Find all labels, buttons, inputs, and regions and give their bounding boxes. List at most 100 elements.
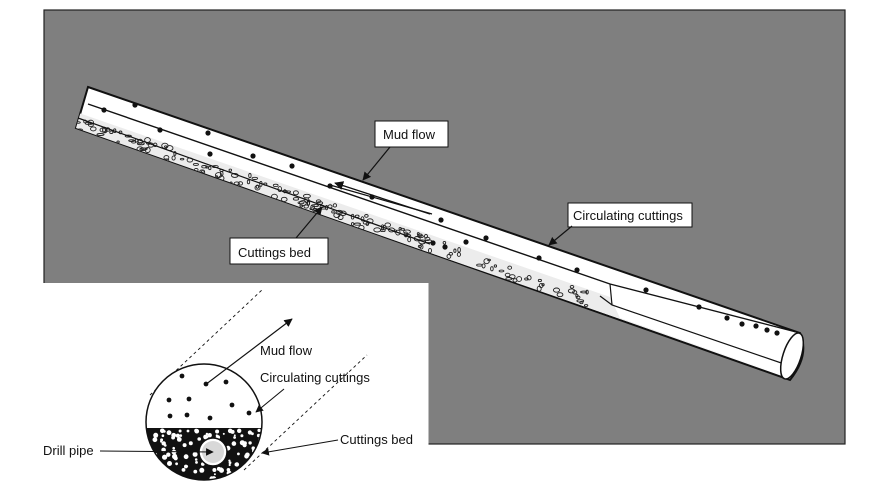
cutting-particle (569, 284, 575, 289)
circulating-cutting-dot (132, 102, 138, 108)
cutting-particle (248, 173, 252, 179)
cutting-particle (87, 123, 94, 127)
cutting-particle (524, 277, 529, 281)
circulating-cutting-dot (739, 321, 745, 327)
cutting-particle (332, 203, 338, 208)
cutting-particle (90, 126, 97, 132)
cutting-particle (195, 461, 198, 464)
cutting-particle (174, 454, 177, 457)
circulating-cutting-dot (327, 183, 333, 189)
cutting-particle (172, 446, 175, 450)
cutting-particle (292, 197, 300, 201)
cutting-particle (446, 253, 452, 259)
cutting-particle (299, 204, 304, 208)
cutting-particle (144, 147, 151, 153)
cutting-particle (230, 429, 235, 434)
leader-arrow-icon (99, 448, 214, 456)
cutting-particle (493, 264, 498, 268)
circulating-cutting-dot (250, 153, 256, 159)
cutting-particle (182, 443, 187, 448)
cutting-particle (228, 463, 231, 467)
label-cuttings-bed: Cuttings bed (229, 206, 329, 265)
cutting-particle (76, 121, 81, 124)
cutting-particle (247, 430, 252, 435)
circulating-cutting-dot (166, 397, 172, 403)
cutting-particle (161, 441, 166, 446)
circulating-cutting-dot (101, 107, 107, 113)
cutting-particle (400, 227, 405, 231)
cutting-particle (303, 204, 309, 209)
cutting-particle (538, 282, 544, 289)
xs-label-circulating-cuttings: Circulating cuttings (260, 370, 370, 385)
circulating-cutting-dot (438, 217, 444, 223)
circulating-cutting-dot (167, 413, 173, 419)
leader-arrow-icon (261, 439, 339, 456)
circulating-cutting-dot (774, 330, 780, 336)
cutting-particle (257, 428, 261, 433)
circulating-cutting-dot (179, 373, 185, 379)
circulating-cutting-dot (205, 130, 211, 136)
cutting-particle (208, 165, 212, 171)
leader-arrow-icon (362, 146, 391, 181)
cutting-particle (292, 190, 299, 196)
cutting-particle (194, 458, 198, 461)
cutting-particle (160, 440, 163, 443)
cutting-particle (192, 162, 199, 166)
cutting-particle (442, 240, 447, 245)
cutting-particle (226, 468, 231, 472)
cutting-particle (248, 441, 252, 445)
cutting-particle (339, 210, 347, 216)
cutting-particle (193, 469, 198, 474)
cutting-particle (178, 429, 182, 433)
label-circulating-cuttings: Circulating cuttings (548, 202, 693, 246)
cutting-particle (186, 429, 190, 433)
cutting-particle (575, 295, 581, 300)
cutting-particle (424, 233, 428, 239)
cutting-particle (490, 266, 494, 272)
cutting-particle (315, 199, 322, 204)
cutting-particle (140, 147, 148, 151)
cutting-particle (116, 140, 120, 144)
cutting-particle (228, 461, 232, 465)
cutting-particle (215, 434, 218, 437)
cutting-particle (254, 184, 261, 191)
cutting-particle (233, 436, 237, 439)
cutting-particle (231, 441, 237, 446)
svg-text:Cuttings bed: Cuttings bed (238, 245, 311, 260)
flow-arrow-icon (334, 181, 431, 215)
circulating-cutting-dot (184, 412, 190, 418)
leader-arrow-icon (255, 388, 285, 413)
circulating-cutting-dot (483, 235, 489, 241)
cutting-particle (171, 435, 176, 440)
cutting-particle (403, 229, 411, 234)
circulating-cutting-dot (764, 327, 770, 333)
xs-label-mud-flow: Mud flow (260, 343, 313, 358)
cutting-particle (233, 434, 236, 437)
cutting-particle (537, 278, 542, 283)
cutting-particle (163, 430, 166, 433)
cutting-particle (457, 247, 461, 253)
cutting-particle (228, 459, 231, 462)
leader-arrow-icon (548, 225, 573, 246)
cutting-particle (567, 288, 576, 294)
flow-arrow-icon (204, 318, 293, 386)
cutting-particle (188, 441, 193, 446)
circulating-cutting-dot (442, 244, 448, 250)
cutting-particle (109, 130, 114, 134)
cutting-particle (171, 155, 176, 161)
cutting-particle (152, 437, 158, 443)
cutting-particle (476, 263, 483, 267)
cutting-particle (240, 434, 244, 438)
cutting-particle (251, 446, 256, 451)
cutting-particle (166, 430, 172, 436)
cutting-particle (161, 142, 169, 149)
cutting-particle (197, 437, 201, 441)
circulating-cutting-dot (207, 151, 213, 157)
cutting-particle (237, 428, 242, 433)
cutting-particle (216, 466, 221, 471)
cutting-particle (583, 304, 589, 307)
circulating-cutting-dot (753, 323, 759, 329)
circulating-cutting-dot (289, 163, 295, 169)
cutting-particle (212, 468, 217, 472)
